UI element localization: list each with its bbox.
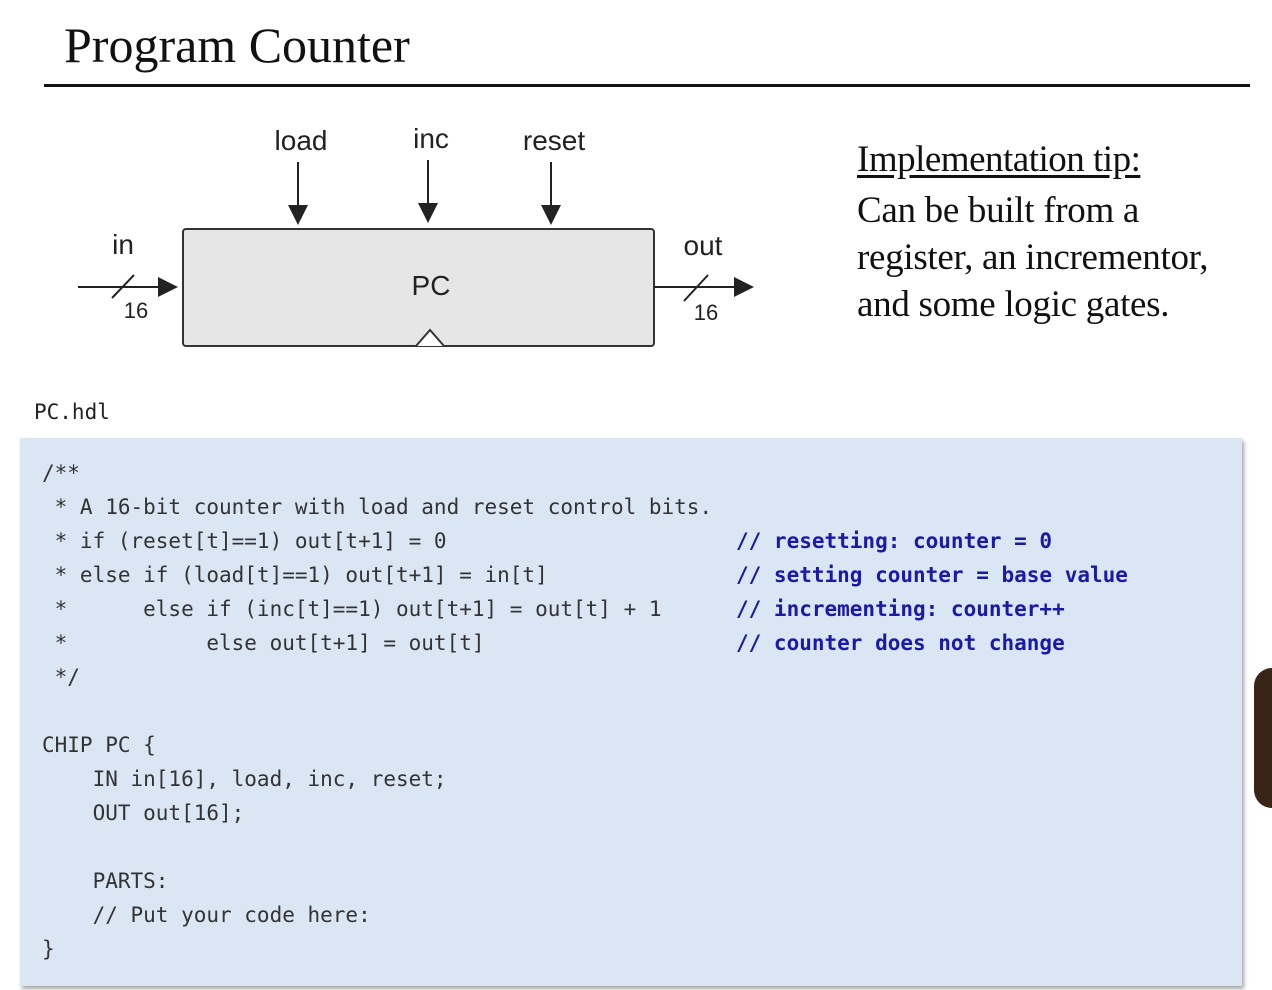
in-bus-width: 16	[124, 298, 148, 323]
title-underline	[44, 84, 1250, 87]
clock-triangle-icon	[415, 328, 445, 347]
code-filename: PC.hdl	[34, 400, 110, 424]
pc-chip-diagram: PC load inc reset in 16 out 16	[78, 123, 754, 347]
presenter-silhouette	[1254, 668, 1272, 808]
code-line: OUT out[16];	[42, 801, 245, 825]
tip-line: Can be built from a	[857, 190, 1140, 231]
code-line: * else if (load[t]==1) out[t+1] = in[t]	[42, 563, 548, 587]
slide-title: Program Counter	[64, 17, 410, 73]
code-line: */	[42, 665, 80, 689]
code-line: CHIP PC {	[42, 733, 156, 757]
code-line: IN in[16], load, inc, reset;	[42, 767, 447, 791]
code-line: * else out[t+1] = out[t]	[42, 631, 485, 655]
in-bus-slash	[111, 274, 135, 299]
tip-heading: Implementation tip:	[857, 139, 1141, 180]
code-line: * if (reset[t]==1) out[t+1] = 0	[42, 529, 447, 553]
code-comment: // resetting: counter = 0	[736, 529, 1053, 553]
load-label: load	[275, 125, 328, 156]
code-line: /**	[42, 461, 80, 485]
code-comment: // setting counter = base value	[736, 563, 1128, 587]
code-line: }	[42, 937, 55, 961]
implementation-tip: Implementation tip: Can be built from a …	[857, 138, 1208, 328]
reset-label: reset	[523, 125, 585, 156]
code-line: PARTS:	[42, 869, 169, 893]
pc-chip-label: PC	[412, 270, 451, 301]
tip-line: and some logic gates.	[857, 284, 1170, 325]
in-label: in	[112, 229, 134, 260]
inc-label: inc	[413, 123, 449, 154]
out-bus-slash	[683, 274, 709, 302]
out-label: out	[684, 230, 723, 261]
code-line: * else if (inc[t]==1) out[t+1] = out[t] …	[42, 597, 662, 621]
code-line: * A 16-bit counter with load and reset c…	[42, 495, 713, 519]
code-comment: // incrementing: counter++	[736, 597, 1065, 621]
tip-line: register, an incrementor,	[857, 237, 1209, 278]
code-comment: // counter does not change	[736, 631, 1065, 655]
code-panel: /** * A 16-bit counter with load and res…	[20, 438, 1242, 986]
out-bus-width: 16	[694, 300, 718, 325]
code-line: // Put your code here:	[42, 903, 371, 927]
